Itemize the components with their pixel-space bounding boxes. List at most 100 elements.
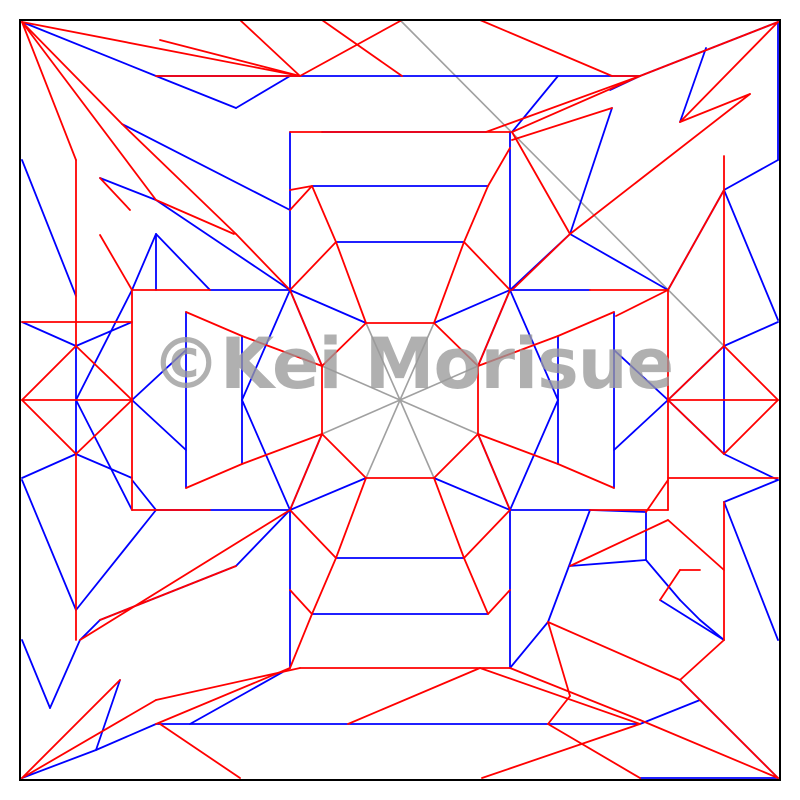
valley-fold-line bbox=[131, 399, 187, 451]
aux-fold-line bbox=[399, 399, 435, 479]
mountain-fold-line bbox=[639, 21, 779, 77]
valley-fold-line bbox=[189, 667, 291, 725]
mountain-fold-line bbox=[477, 433, 511, 511]
valley-fold-line bbox=[569, 233, 669, 291]
valley-fold-line bbox=[679, 599, 701, 621]
valley-fold-line bbox=[511, 75, 559, 133]
valley-fold-line bbox=[235, 509, 291, 567]
valley-fold-line bbox=[75, 321, 133, 347]
mountain-fold-line bbox=[479, 19, 613, 77]
valley-fold-line bbox=[235, 75, 291, 109]
valley-fold-line bbox=[21, 749, 97, 779]
mountain-fold-line bbox=[679, 21, 779, 123]
mountain-fold-line bbox=[347, 667, 481, 725]
paper-border bbox=[19, 19, 781, 781]
valley-fold-line bbox=[569, 107, 613, 235]
mountain-fold-line bbox=[289, 589, 313, 615]
valley-fold-line bbox=[723, 159, 779, 191]
mountain-fold-line bbox=[21, 679, 121, 779]
valley-fold-line bbox=[645, 559, 681, 601]
copyright-watermark: ©Kei Morisue bbox=[151, 323, 673, 405]
valley-fold-line bbox=[723, 501, 779, 641]
mountain-fold-line bbox=[185, 311, 243, 337]
valley-fold-line bbox=[289, 289, 367, 324]
mountain-fold-line bbox=[433, 477, 465, 559]
valley-fold-line bbox=[79, 619, 101, 641]
mountain-fold-line bbox=[723, 399, 779, 455]
mountain-fold-line bbox=[21, 399, 77, 455]
aux-fold-line bbox=[399, 19, 725, 347]
mountain-fold-line bbox=[121, 123, 237, 235]
mountain-fold-line bbox=[21, 699, 157, 779]
mountain-fold-line bbox=[335, 477, 367, 559]
valley-fold-line bbox=[131, 349, 187, 401]
valley-fold-line bbox=[21, 639, 51, 709]
mountain-fold-line bbox=[155, 199, 235, 235]
valley-fold-line bbox=[131, 479, 157, 511]
mountain-fold-line bbox=[159, 39, 301, 77]
mountain-fold-line bbox=[485, 75, 641, 133]
aux-fold-line bbox=[365, 399, 401, 479]
mountain-fold-line bbox=[79, 509, 291, 641]
mountain-fold-line bbox=[509, 667, 641, 721]
valley-fold-line bbox=[49, 639, 81, 709]
aux-fold-line bbox=[399, 322, 435, 401]
mountain-fold-line bbox=[335, 241, 367, 324]
mountain-fold-line bbox=[481, 723, 641, 779]
mountain-fold-line bbox=[569, 519, 669, 567]
mountain-fold-line bbox=[235, 233, 291, 291]
mountain-fold-line bbox=[241, 335, 323, 367]
valley-fold-line bbox=[75, 399, 133, 511]
valley-fold-line bbox=[21, 321, 77, 347]
valley-fold-line bbox=[131, 233, 157, 291]
mountain-fold-line bbox=[311, 557, 337, 615]
valley-fold-line bbox=[21, 159, 77, 297]
valley-fold-line bbox=[21, 453, 77, 479]
mountain-fold-line bbox=[289, 509, 337, 559]
valley-fold-line bbox=[155, 199, 291, 291]
mountain-fold-line bbox=[477, 433, 559, 465]
valley-fold-line bbox=[95, 723, 157, 751]
mountain-fold-line bbox=[99, 177, 131, 211]
mountain-fold-line bbox=[241, 433, 323, 465]
mountain-fold-line bbox=[645, 479, 669, 513]
valley-fold-line bbox=[289, 477, 367, 511]
valley-fold-line bbox=[723, 189, 779, 321]
mountain-fold-line bbox=[511, 107, 613, 141]
mountain-fold-line bbox=[75, 345, 133, 401]
mountain-fold-line bbox=[477, 335, 559, 367]
mountain-fold-line bbox=[511, 131, 571, 235]
aux-fold-line bbox=[399, 365, 479, 401]
valley-fold-line bbox=[121, 123, 291, 211]
valley-fold-line bbox=[723, 321, 779, 347]
mountain-fold-line bbox=[557, 311, 615, 337]
mountain-fold-line bbox=[433, 433, 479, 479]
valley-fold-line bbox=[21, 21, 157, 77]
valley-fold-line bbox=[21, 479, 77, 611]
mountain-fold-line bbox=[679, 679, 779, 779]
mountain-fold-line bbox=[99, 234, 133, 291]
mountain-fold-line bbox=[547, 621, 681, 681]
valley-fold-line bbox=[433, 477, 511, 511]
mountain-fold-line bbox=[299, 19, 403, 77]
mountain-fold-line bbox=[667, 345, 725, 401]
mountain-fold-line bbox=[667, 519, 725, 571]
mountain-fold-line bbox=[463, 509, 511, 559]
valley-fold-line bbox=[679, 47, 707, 123]
valley-fold-line bbox=[99, 177, 157, 201]
mountain-fold-line bbox=[615, 289, 669, 317]
valley-fold-line bbox=[95, 679, 121, 751]
mountain-fold-line bbox=[75, 399, 133, 455]
mountain-fold-line bbox=[511, 233, 571, 291]
valley-fold-line bbox=[547, 509, 591, 623]
mountain-fold-line bbox=[547, 695, 571, 725]
mountain-fold-line bbox=[667, 189, 725, 291]
mountain-fold-line bbox=[679, 639, 725, 681]
mountain-fold-line bbox=[289, 185, 313, 191]
mountain-fold-line bbox=[21, 21, 77, 161]
mountain-fold-line bbox=[667, 399, 725, 455]
valley-fold-line bbox=[613, 399, 669, 451]
mountain-fold-line bbox=[487, 589, 511, 615]
mountain-fold-line bbox=[569, 93, 751, 235]
